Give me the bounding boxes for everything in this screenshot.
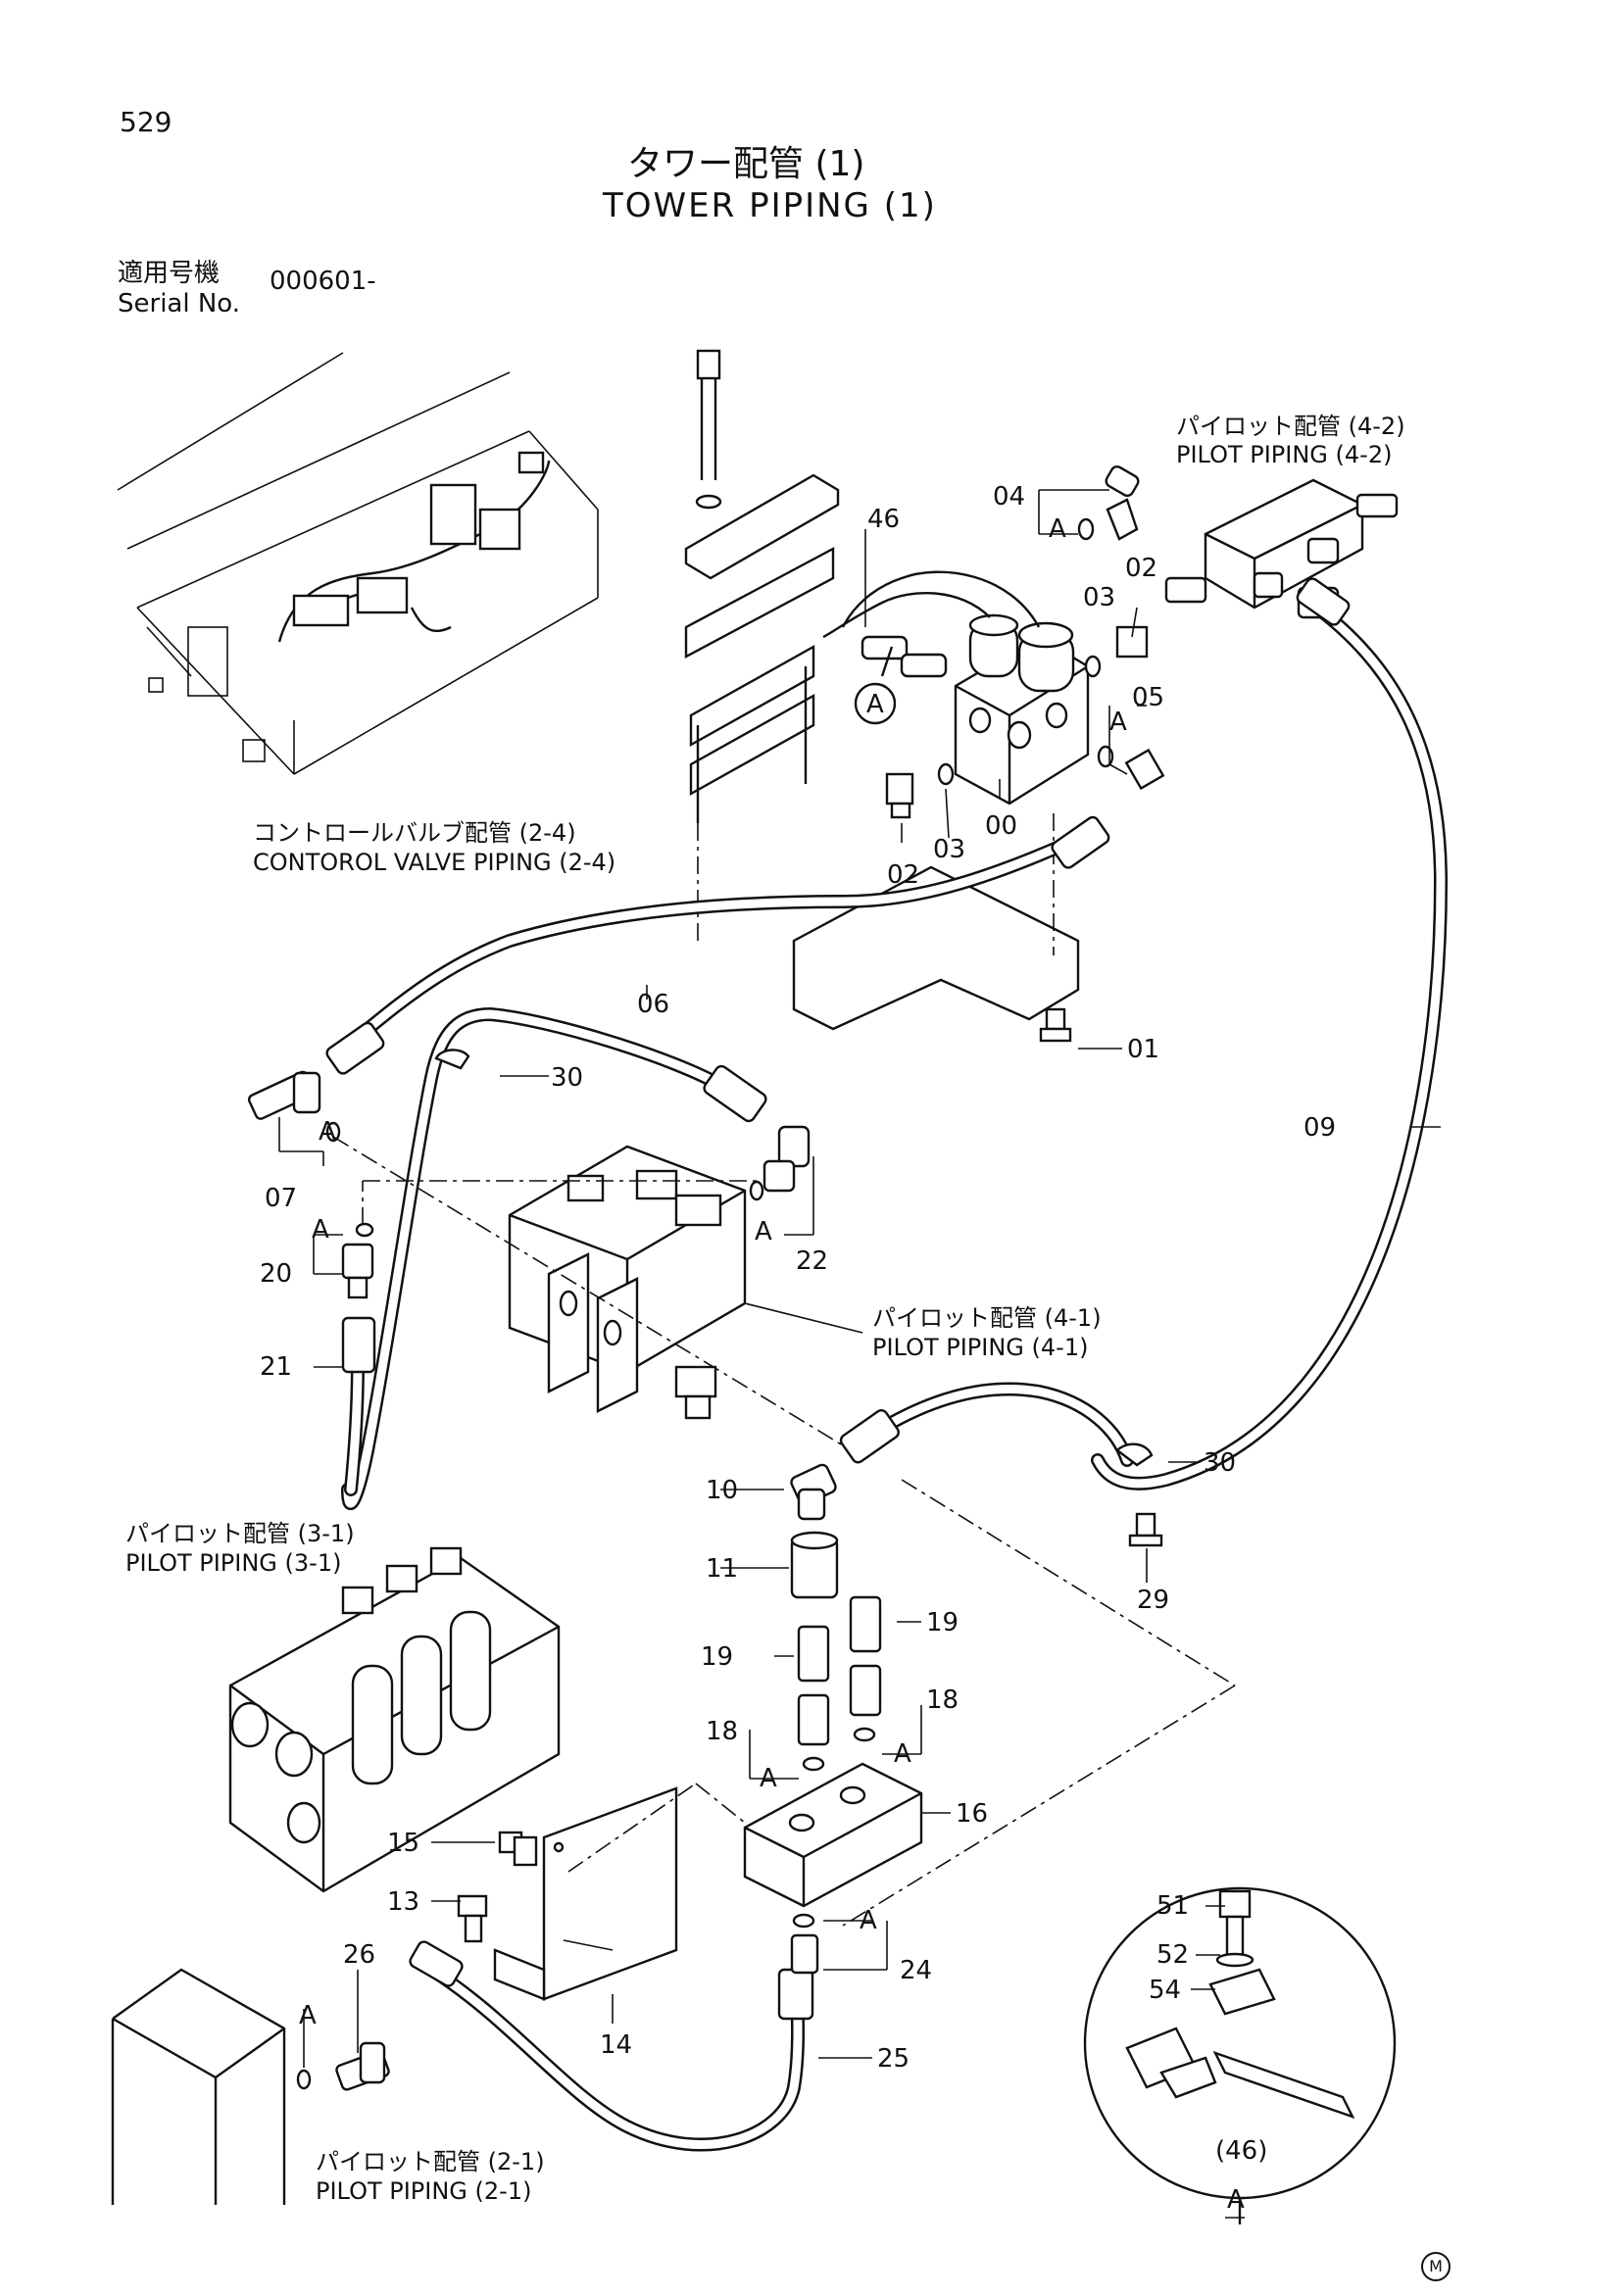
part-number-02b: 02 (887, 860, 920, 890)
ref-pilot-2-1-en: PILOT PIPING (2-1) (316, 2177, 532, 2205)
leader-lines (278, 489, 1441, 2219)
serial-number-value: 000601- (270, 267, 376, 296)
title-japanese: タワー配管 (1) (627, 144, 865, 184)
part-number-09: 09 (1303, 1113, 1337, 1143)
detail-marker-a: A (755, 1217, 772, 1246)
part-number-03: 03 (1083, 583, 1116, 612)
part-number-04: 04 (993, 482, 1026, 512)
part-number-10: 10 (706, 1476, 739, 1505)
detail-marker-a: A (1049, 514, 1066, 544)
detail-marker-a: A (312, 1215, 329, 1245)
part-number-21: 21 (260, 1352, 293, 1382)
ref-pilot-3-1-jp: パイロット配管 (3-1) (125, 1520, 355, 1547)
part-number-46-reference: (46) (1215, 2136, 1268, 2166)
part-number-19: 19 (926, 1608, 959, 1637)
part-number-51: 51 (1156, 1891, 1190, 1921)
part-number-16: 16 (956, 1799, 989, 1829)
ref-control-valve-en: CONTOROL VALVE PIPING (2-4) (253, 849, 616, 876)
part-number-07: 07 (265, 1184, 298, 1213)
detail-marker-a: A (760, 1764, 777, 1793)
center-fittings-stack (457, 1463, 923, 2001)
part-number-15: 15 (387, 1829, 420, 1858)
part-number-03b: 03 (933, 835, 966, 864)
hose-fittings (325, 577, 1351, 2021)
part-number-25: 25 (877, 2044, 910, 2074)
detail-marker-a: A (319, 1117, 336, 1147)
part-number-19b: 19 (701, 1642, 734, 1672)
part-number-54: 54 (1149, 1976, 1182, 2005)
ref-control-valve-jp: コントロールバルブ配管 (2-4) (253, 819, 576, 847)
part-number-20: 20 (260, 1259, 293, 1289)
ref-pilot-4-2-en: PILOT PIPING (4-2) (1176, 441, 1393, 468)
part-number-29: 29 (1137, 1586, 1170, 1615)
pilot-block-4-2 (1164, 478, 1399, 619)
pilot-valve-block (247, 1070, 811, 1420)
serial-label-japanese: 適用号機 (118, 259, 221, 288)
detail-circle-label-a: A (1227, 2185, 1245, 2215)
part-number-18: 18 (926, 1685, 959, 1715)
part-number-30: 30 (551, 1063, 584, 1093)
part-number-13: 13 (387, 1887, 420, 1917)
part-number-52: 52 (1156, 1940, 1190, 1970)
hoses (336, 606, 1449, 2152)
part-number-00: 00 (985, 811, 1018, 841)
detail-circle-marker-a: A (866, 690, 884, 719)
part-number-46: 46 (867, 505, 901, 534)
ref-pilot-4-1-jp: パイロット配管 (4-1) (872, 1304, 1102, 1332)
part-number-02: 02 (1125, 554, 1158, 583)
ref-pilot-3-1-en: PILOT PIPING (3-1) (125, 1549, 342, 1577)
part-number-06: 06 (637, 990, 670, 1019)
part-number-14: 14 (600, 2030, 633, 2060)
solenoid-valve-assembly (684, 349, 1165, 1043)
part-number-18b: 18 (706, 1717, 739, 1746)
manufacturer-mark: M (1421, 2252, 1451, 2281)
pilot-3-1-valve-illustration (228, 1546, 561, 1893)
part-number-11: 11 (706, 1554, 739, 1584)
ref-pilot-4-2-jp: パイロット配管 (4-2) (1176, 413, 1405, 440)
pilot-2-1-box (111, 1968, 390, 2205)
part-number-22: 22 (796, 1246, 829, 1276)
part-number-01: 01 (1127, 1035, 1160, 1064)
part-number-24: 24 (900, 1956, 933, 1985)
detail-marker-a: A (894, 1739, 911, 1769)
ref-pilot-2-1-jp: パイロット配管 (2-1) (316, 2148, 545, 2175)
part-number-30b: 30 (1204, 1448, 1237, 1478)
detail-marker-a: A (1109, 708, 1127, 737)
machine-frame-illustration (117, 352, 599, 775)
page-number: 529 (120, 106, 172, 138)
detail-circle-A (1083, 1886, 1397, 2224)
part-number-05: 05 (1132, 683, 1165, 712)
ref-pilot-4-1-en: PILOT PIPING (4-1) (872, 1334, 1089, 1361)
title-english: TOWER PIPING (1) (603, 186, 937, 225)
serial-label-english: Serial No. (118, 289, 240, 318)
detail-marker-a: A (860, 1906, 877, 1935)
detail-marker-a: A (299, 2001, 317, 2030)
part-number-26: 26 (343, 1940, 376, 1970)
